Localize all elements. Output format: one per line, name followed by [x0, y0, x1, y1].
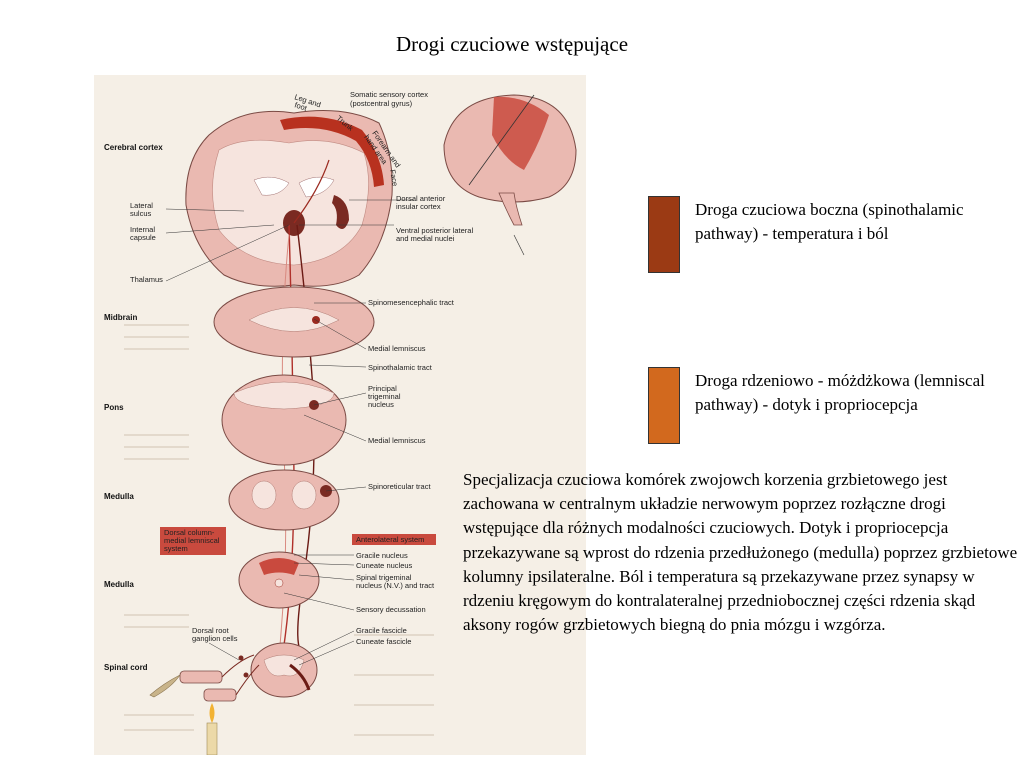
label-medial-lemniscus-1: Medial lemniscus: [368, 344, 426, 353]
label-lateral-sulcus-2: sulcus: [130, 209, 152, 218]
label-principal-3: nucleus: [368, 400, 394, 409]
legend-swatch-lateral: [648, 196, 680, 273]
label-internal-capsule-2: capsule: [130, 233, 156, 242]
label-cuneate-fascicle: Cuneate fascicle: [356, 637, 411, 646]
midbrain-section: [213, 286, 375, 358]
medulla-lower-section: [238, 551, 320, 609]
label-sensory-decussation: Sensory decussation: [356, 605, 426, 614]
section-spinal-cord: Spinal cord: [104, 663, 148, 672]
label-spinal-trigeminal-1: Spinal trigeminal: [356, 573, 412, 582]
candle-flame-icon: [206, 703, 218, 755]
label-dorsal-column-1: Dorsal column-: [164, 528, 215, 537]
legend-text-lateral: Droga czuciowa boczna (spinothalamic pat…: [695, 200, 964, 243]
anterolateral-box: [352, 534, 436, 545]
pons-section: [221, 374, 347, 466]
dorsal-column-box: [160, 527, 226, 555]
label-vpl-1: Ventral posterior lateral: [396, 226, 473, 235]
label-principal-2: trigeminal: [368, 392, 401, 401]
section-medulla-upper: Medulla: [104, 492, 134, 501]
pathways-illustration: Cerebral cortex Midbrain Pons Medulla Me…: [104, 90, 577, 755]
feather-stimulus-icon: [149, 674, 181, 698]
label-insular-2: insular cortex: [396, 202, 441, 211]
label-ssc-1: Somatic sensory cortex: [350, 90, 428, 99]
label-gracile-fascicle: Gracile fascicle: [356, 626, 407, 635]
label-spinothalamic: Spinothalamic tract: [368, 363, 433, 372]
sensory-pathways-figure: Cerebral cortex Midbrain Pons Medulla Me…: [94, 75, 586, 755]
medulla-upper-section: [228, 469, 340, 531]
label-foot: foot: [293, 100, 309, 113]
label-insular-1: Dorsal anterior: [396, 194, 446, 203]
label-dorsal-column-3: system: [164, 544, 188, 553]
leader-lines: [165, 199, 414, 666]
label-lateral-sulcus-1: Lateral: [130, 201, 153, 210]
label-ssc-2: (postcentral gyrus): [350, 99, 413, 108]
label-spinomesencephalic: Spinomesencephalic tract: [368, 298, 455, 307]
section-medulla-lower: Medulla: [104, 580, 134, 589]
label-medial-lemniscus-2: Medial lemniscus: [368, 436, 426, 445]
section-pons: Pons: [104, 403, 124, 412]
legend-swatch-lemniscal: [648, 367, 680, 444]
spinal-cord-section: [250, 642, 318, 698]
label-vpl-2: and medial nuclei: [396, 234, 455, 243]
section-midbrain: Midbrain: [104, 313, 137, 322]
label-internal-capsule-1: Internal: [130, 225, 155, 234]
label-spinoreticular: Spinoreticular tract: [368, 482, 431, 491]
dorsal-root-ganglion: [179, 654, 260, 702]
label-dorsal-column-2: medial lemniscal: [164, 536, 220, 545]
label-cuneate-nucleus: Cuneate nucleus: [356, 561, 413, 570]
cerebral-cortex-section: [185, 110, 393, 287]
label-dorsal-root-1: Dorsal root: [192, 626, 230, 635]
legend-text-lemniscal: Droga rdzeniowo - móżdżkowa (lemniscal p…: [695, 371, 985, 414]
label-gracile-nucleus: Gracile nucleus: [356, 551, 408, 560]
label-thalamus: Thalamus: [130, 275, 163, 284]
label-dorsal-root-2: ganglion cells: [192, 634, 238, 643]
lateral-brain-view: [443, 94, 577, 256]
section-cerebral-cortex: Cerebral cortex: [104, 143, 163, 152]
label-principal-1: Principal: [368, 384, 397, 393]
description-paragraph: Specjalizacja czuciowa komórek zwojowch …: [463, 470, 1018, 635]
label-anterolateral: Anterolateral system: [356, 535, 424, 544]
page-title: Drogi czuciowe wstępujące: [395, 32, 629, 56]
label-face: Face: [388, 169, 400, 187]
background-text-lines: [124, 324, 434, 736]
label-spinal-trigeminal-2: nucleus (N.V.) and tract: [356, 581, 435, 590]
